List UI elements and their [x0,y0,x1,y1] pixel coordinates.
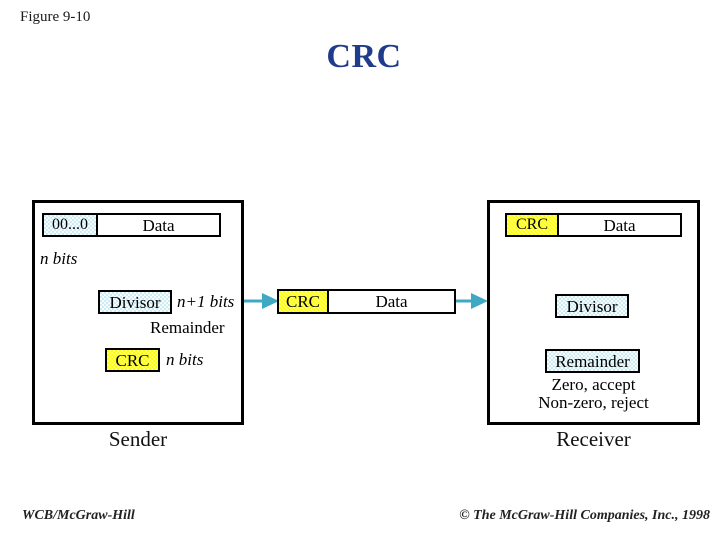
sender-remainder-label: Remainder [150,318,225,337]
sender-caption: Sender [108,427,168,451]
sender-to-link-arrow [244,293,279,309]
transmission-data-cell: Data [327,289,456,314]
receiver-remainder-cell: Remainder [545,349,640,373]
page-title: CRC [326,38,402,75]
receiver-caption: Receiver [556,427,631,451]
link-to-receiver-arrow [455,293,488,309]
receiver-result-line-2: Non-zero, reject [538,393,649,412]
footer-publisher: WCB/McGraw-Hill [22,508,135,523]
receiver-data-cell: Data [557,213,682,237]
receiver-crc-cell: CRC [505,213,559,237]
receiver-result-line-1: Zero, accept [551,375,636,394]
sender-n-bits-text: n bits [40,249,78,268]
sender-n-plus-1-bits-label: n+1 bits [177,293,234,311]
sender-n-plus-1-bits-text: n+1 bits [177,292,235,311]
figure-label: Figure 9-10 [20,9,91,25]
footer-copyright: © The McGraw-Hill Companies, Inc., 1998 [459,508,710,523]
sender-crc-n-bits-label: n bits [166,351,203,369]
receiver-divisor-cell: Divisor [555,294,629,318]
sender-divisor-cell: Divisor [98,290,172,314]
sender-data-cell: Data [96,213,221,237]
sender-zeros-cell: 00...0 [42,213,98,237]
sender-crc-cell: CRC [105,348,160,372]
transmission-crc-cell: CRC [277,289,329,314]
sender-n-bits-label: n bits [40,250,77,268]
sender-crc-n-bits-text: n bits [166,350,204,369]
